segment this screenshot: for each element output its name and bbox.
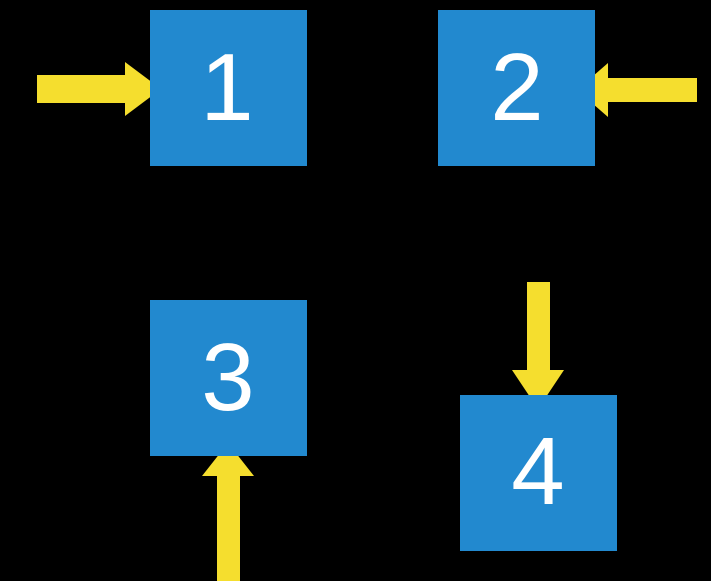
node-box-4[interactable] xyxy=(460,395,617,551)
node-label-4: 4 xyxy=(511,418,565,525)
node-box-1[interactable] xyxy=(150,10,307,166)
arrow-down-shape xyxy=(512,282,564,409)
node-box-3[interactable] xyxy=(150,300,307,456)
arrow-up-shape xyxy=(202,443,254,581)
node-box-2[interactable] xyxy=(438,10,595,166)
node-label-3: 3 xyxy=(201,324,255,431)
node-label-1: 1 xyxy=(200,34,254,141)
node-label-2: 2 xyxy=(490,34,544,141)
arrow-left-shape xyxy=(577,63,697,117)
arrow-right-shape xyxy=(37,62,161,116)
